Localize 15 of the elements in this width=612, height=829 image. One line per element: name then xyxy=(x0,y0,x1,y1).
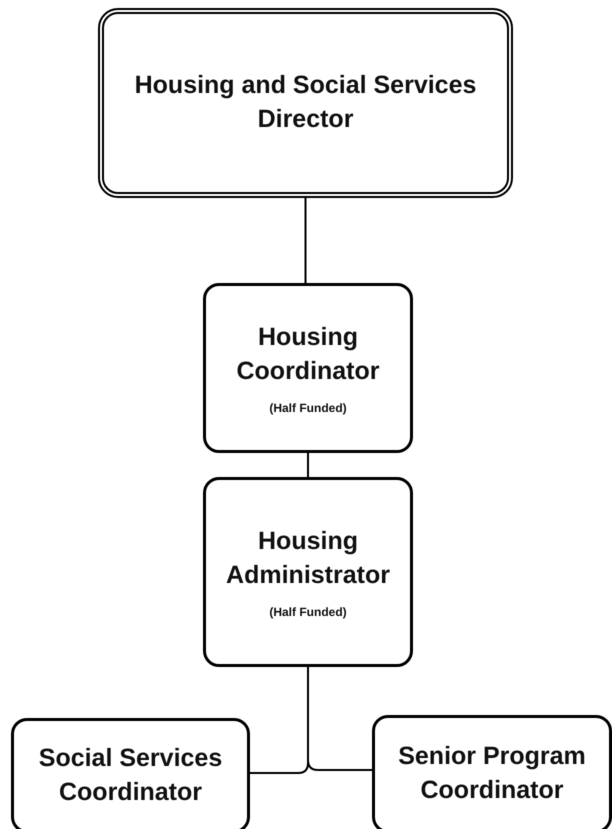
funding-note: (Half Funded) xyxy=(269,604,347,619)
funding-note: (Half Funded) xyxy=(269,400,347,415)
position-title: Housing Coordinator xyxy=(235,322,381,387)
position-title: Social Services Coordinator xyxy=(38,742,224,808)
position-title: Housing and Social Services Director xyxy=(134,70,478,135)
position-box xyxy=(98,8,513,198)
position-title: Senior Program Coordinator xyxy=(397,741,587,806)
connector-line xyxy=(304,198,306,283)
position-title: Housing Administrator xyxy=(225,526,391,591)
connector-line xyxy=(307,667,372,771)
connector-line xyxy=(307,453,309,477)
position-box xyxy=(203,477,413,667)
position-box xyxy=(11,718,250,829)
position-box xyxy=(203,283,413,453)
position-box xyxy=(372,715,612,829)
